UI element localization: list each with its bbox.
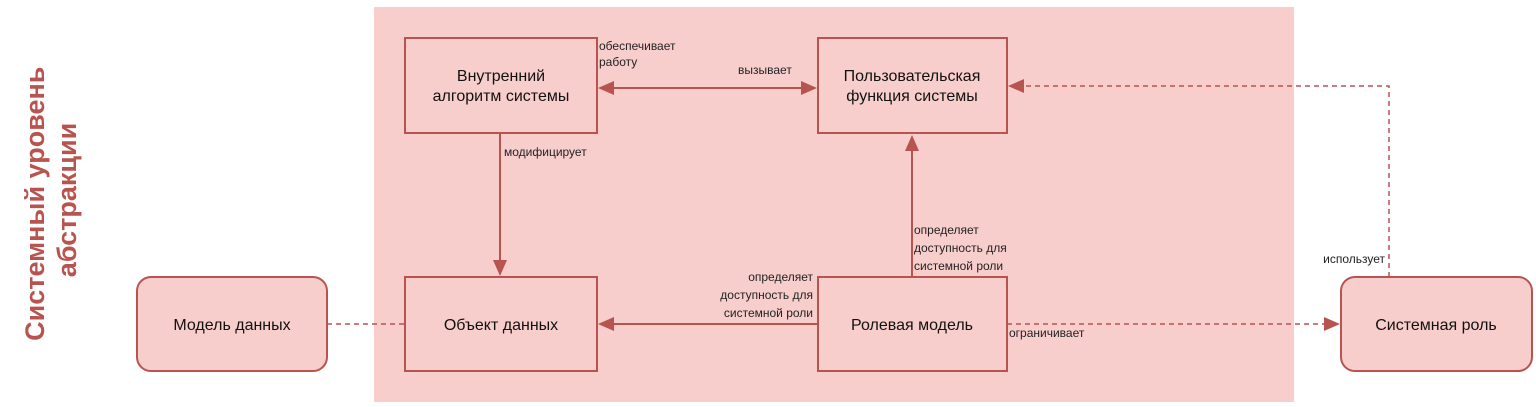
svg-text:Объект данных: Объект данных: [444, 317, 558, 334]
arrowhead: [598, 81, 614, 95]
arrowhead: [801, 81, 817, 95]
arrowhead: [493, 260, 507, 276]
arrowhead: [1324, 317, 1340, 331]
label-modifies: модифицирует: [504, 145, 587, 159]
label-uses: использует: [1323, 252, 1385, 266]
node-data-model[interactable]: Модель данных: [136, 276, 328, 372]
svg-text:Системная роль: Системная роль: [1375, 317, 1497, 334]
node-data-object[interactable]: Объект данных: [404, 276, 598, 372]
arrowhead: [1008, 79, 1024, 93]
node-system-role[interactable]: Системная роль: [1340, 276, 1533, 372]
label-restricts: ограничивает: [1009, 326, 1085, 340]
label-calls: вызывает: [738, 63, 792, 77]
svg-text:Ролевая модель: Ролевая модель: [851, 317, 973, 334]
diagram-title: Системный уровень абстракции: [20, 59, 82, 341]
node-role-model[interactable]: Ролевая модель: [817, 276, 1008, 372]
svg-text:Модель данных: Модель данных: [173, 317, 290, 334]
arrowhead: [905, 135, 919, 151]
arrowhead: [598, 317, 614, 331]
edge-uses: [1024, 85, 1390, 277]
